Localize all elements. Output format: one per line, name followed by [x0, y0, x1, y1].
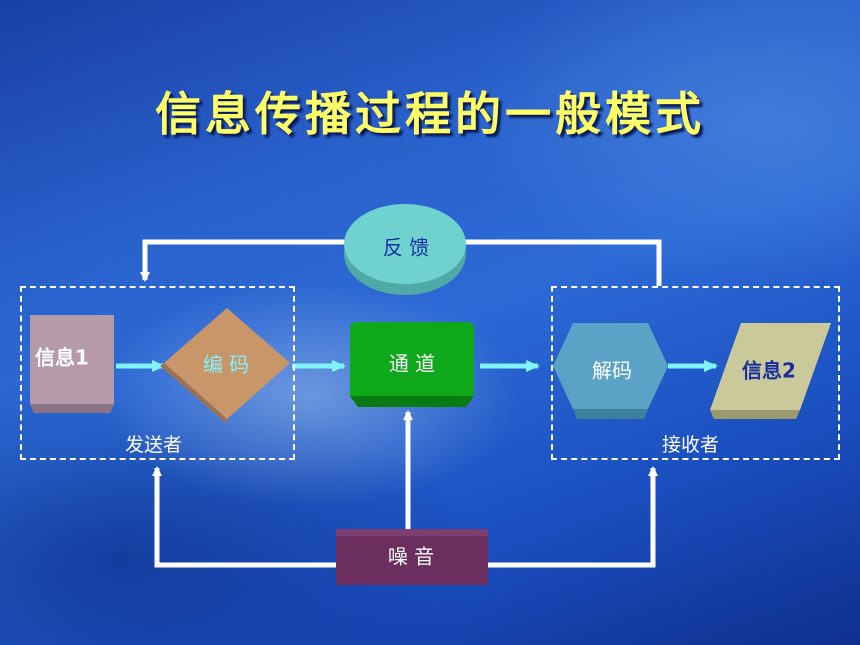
feedback-label: 反 馈	[382, 235, 430, 260]
channel-label: 通 道	[388, 351, 436, 376]
encode-label: 编 码	[202, 352, 250, 377]
info2-node	[710, 323, 831, 419]
info1-label: 信息1	[35, 345, 89, 370]
feedback-node	[344, 204, 466, 295]
channel-node	[350, 322, 474, 407]
noise-label: 噪 音	[387, 544, 435, 569]
receiver-group-box	[551, 286, 840, 460]
noise-node	[336, 529, 488, 585]
receiver-label: 接收者	[662, 434, 720, 456]
sender-label: 发送者	[125, 434, 183, 456]
noise-to-sender-line	[152, 466, 340, 568]
slide-title: 信息传播过程的一般模式	[155, 87, 705, 141]
encode-node	[160, 308, 290, 424]
sender-group-box	[20, 286, 295, 460]
noise-to-receiver-line	[485, 466, 658, 568]
info2-label: 信息2	[742, 358, 796, 383]
info1-node	[30, 315, 114, 413]
decode-node	[553, 323, 668, 419]
decode-label: 解码	[592, 358, 632, 383]
